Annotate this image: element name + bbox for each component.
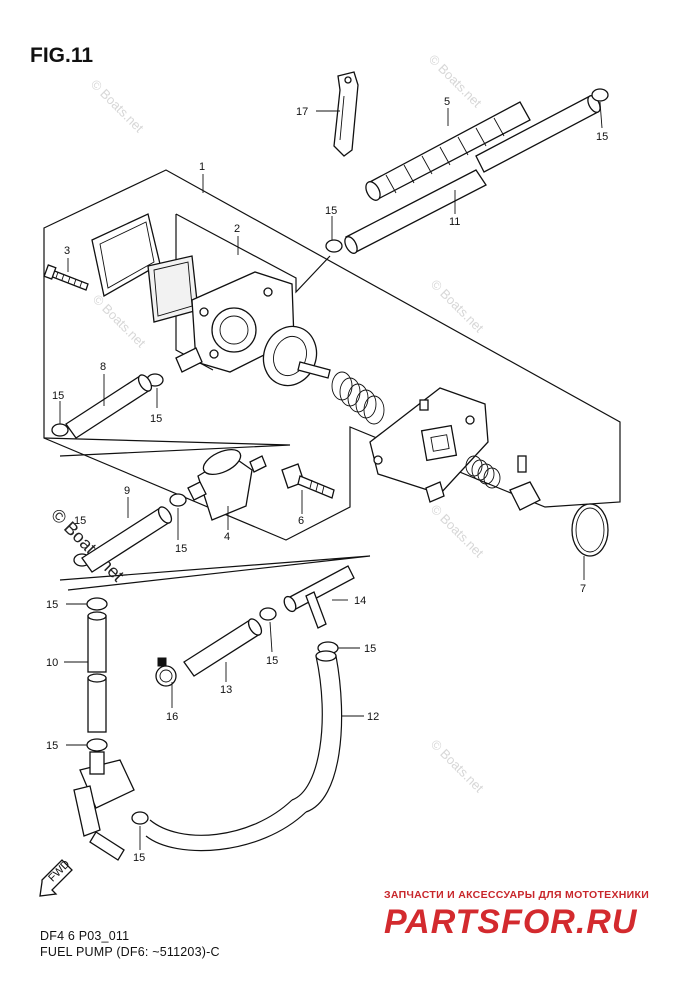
part-5-protector — [365, 101, 531, 201]
callout-3: 3 — [64, 245, 70, 257]
diagram-name: FUEL PUMP (DF6: ~511203)-C — [40, 945, 220, 959]
part-13-hose — [183, 618, 263, 677]
watermark-text: © Boats.net — [428, 502, 487, 561]
watermark-text: © Boats.net — [88, 77, 147, 136]
spring — [331, 371, 385, 425]
watermark-text: © Boats.net — [426, 52, 485, 111]
callout-15: 15 — [325, 205, 337, 217]
leader-lines — [59, 101, 603, 850]
callout-4: 4 — [224, 531, 230, 543]
pump-housing — [369, 387, 489, 495]
part-14-t-joint — [283, 565, 355, 629]
part-12-hose — [145, 650, 343, 852]
fwd-arrow-icon: FWD — [39, 858, 73, 897]
part-8-hose — [65, 374, 153, 439]
part-7-o-ring — [571, 503, 609, 557]
divider-lines — [43, 437, 371, 591]
part-9-hose — [81, 506, 173, 573]
part-11-hose — [344, 95, 601, 254]
callout-15: 15 — [46, 740, 58, 752]
fuel-connector — [73, 751, 135, 861]
callout-16: 16 — [166, 711, 178, 723]
watermark-text: © Boats.net — [428, 277, 487, 336]
part-4-fuel-filter — [187, 448, 267, 521]
part-10-hose — [87, 611, 107, 733]
callout-15: 15 — [596, 131, 608, 143]
part-3-screw — [43, 264, 89, 291]
callout-5: 5 — [444, 96, 450, 108]
callout-12: 12 — [367, 711, 379, 723]
callout-11: 11 — [449, 216, 460, 228]
part-16-clamp — [155, 657, 177, 687]
callout-7: 7 — [580, 583, 586, 595]
callout-15: 15 — [46, 599, 58, 611]
callout-8: 8 — [100, 361, 106, 373]
callout-9: 9 — [124, 485, 130, 497]
callout-15: 15 — [52, 390, 64, 402]
callout-15: 15 — [74, 515, 86, 527]
callout-15: 15 — [150, 413, 162, 425]
callout-6: 6 — [298, 515, 304, 527]
callout-14: 14 — [354, 595, 366, 607]
part-17-bracket — [333, 71, 359, 157]
diagram-code: DF4 6 P03_011 — [40, 929, 130, 943]
callout-labels: 1 2 3 4 5 6 7 8 9 10 11 12 13 14 15 15 1… — [46, 96, 608, 864]
brand-tagline: ЗАПЧАСТИ И АКСЕССУАРЫ ДЛЯ МОТОТЕХНИКИ — [384, 889, 650, 901]
callout-2: 2 — [234, 223, 240, 235]
callout-1: 1 — [199, 161, 205, 173]
callout-10: 10 — [46, 657, 58, 669]
callout-15: 15 — [364, 643, 376, 655]
figure-title: FIG.11 — [30, 44, 94, 67]
hose-clips — [51, 88, 609, 825]
callout-13: 13 — [220, 684, 232, 696]
brand-logo: PARTSFOR.RU — [384, 903, 638, 941]
part-7-o-ring-inner — [575, 507, 605, 553]
callout-15: 15 — [133, 852, 145, 864]
watermark-text: © Boats.net — [90, 292, 149, 351]
part-6-bolt — [281, 463, 335, 499]
callout-15: 15 — [175, 543, 187, 555]
diaphragm — [262, 325, 331, 387]
callout-17: 17 — [296, 106, 308, 118]
callout-15: 15 — [266, 655, 278, 667]
check-valve-parts — [425, 455, 541, 511]
watermark-text: © Boats.net — [428, 737, 487, 796]
